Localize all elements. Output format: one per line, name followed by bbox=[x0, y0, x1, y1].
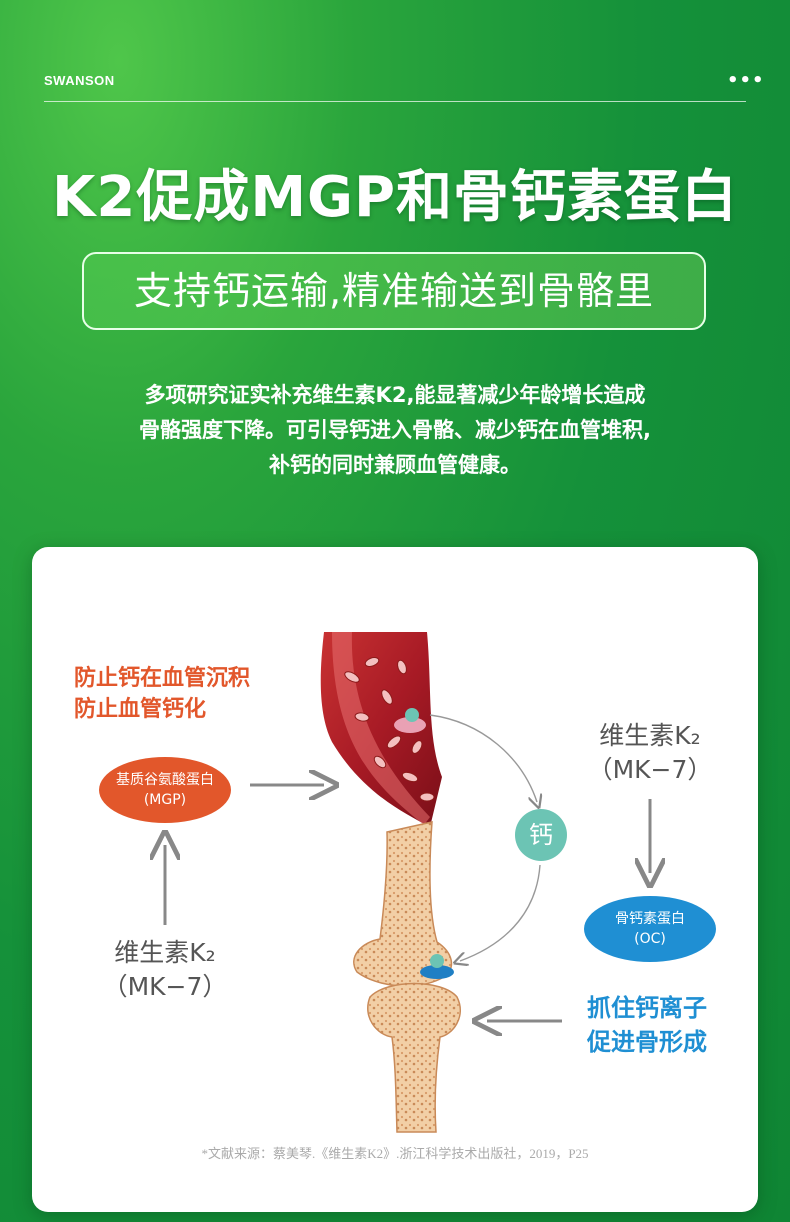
more-dots-icon[interactable]: ••• bbox=[727, 70, 765, 91]
left-heading: 防止钙在血管沉积 防止血管钙化 bbox=[74, 663, 250, 725]
subtitle-banner: 支持钙运输,精准输送到骨骼里 bbox=[82, 252, 706, 330]
mgp-oval bbox=[99, 757, 231, 823]
calcium-ion-icon bbox=[515, 809, 567, 861]
bone-illustration bbox=[353, 821, 461, 1133]
flow-arrows bbox=[165, 785, 650, 1021]
description: 多项研究证实补充维生素K2,能显著减少年龄增长造成 骨骼强度下降。可引导钙进入骨… bbox=[40, 378, 750, 483]
right-heading-line: 抓住钙离子 bbox=[587, 994, 707, 1022]
reference-footnote: *文献来源：蔡美琴.《维生素K2》.浙江科学技术出版社，2019，P25 bbox=[201, 1146, 589, 1161]
calcium-path-arrows bbox=[429, 714, 540, 961]
oc-label-line: 骨钙素蛋白 bbox=[615, 911, 685, 927]
oc-oval bbox=[584, 896, 716, 962]
right-vitamin-line: 维生素K₂ bbox=[599, 721, 701, 750]
description-line: 骨骼强度下降。可引导钙进入骨骼、减少钙在血管堆积, bbox=[139, 418, 651, 442]
brand-logo-text: SWANSON bbox=[44, 73, 115, 88]
oc-label-line: (OC) bbox=[634, 931, 666, 947]
description-line: 多项研究证实补充维生素K2,能显著减少年龄增长造成 bbox=[144, 383, 646, 407]
left-vitamin-line: （MK−7） bbox=[102, 972, 228, 1001]
mgp-label-line: (MGP) bbox=[143, 792, 187, 808]
page-title: K2促成MGP和骨钙素蛋白 bbox=[51, 165, 739, 230]
right-vitamin-line: （MK−7） bbox=[587, 755, 713, 784]
right-vitamin-label: 维生素K₂ （MK−7） bbox=[580, 719, 720, 787]
calcium-label: 钙 bbox=[529, 821, 553, 849]
left-heading-line: 防止钙在血管沉积 bbox=[74, 666, 251, 691]
header-divider bbox=[44, 101, 746, 102]
left-heading-line: 防止血管钙化 bbox=[74, 697, 207, 722]
description-line: 补钙的同时兼顾血管健康。 bbox=[269, 453, 521, 477]
right-heading-line: 促进骨形成 bbox=[587, 1028, 707, 1056]
oc-label: 骨钙素蛋白 (OC) bbox=[584, 909, 716, 949]
right-heading: 抓住钙离子 促进骨形成 bbox=[587, 991, 707, 1059]
mgp-label: 基质谷氨酸蛋白 (MGP) bbox=[99, 770, 231, 810]
k2-mechanism-diagram bbox=[99, 632, 716, 1133]
left-vitamin-label: 维生素K₂ （MK−7） bbox=[95, 936, 235, 1004]
left-vitamin-line: 维生素K₂ bbox=[114, 938, 216, 967]
diagram-card: 防止钙在血管沉积 防止血管钙化 基质谷氨酸蛋白 (MGP) 维生素K₂ （MK−… bbox=[32, 547, 758, 1212]
blood-vessel-illustration bbox=[320, 632, 442, 827]
mgp-label-line: 基质谷氨酸蛋白 bbox=[116, 772, 214, 788]
